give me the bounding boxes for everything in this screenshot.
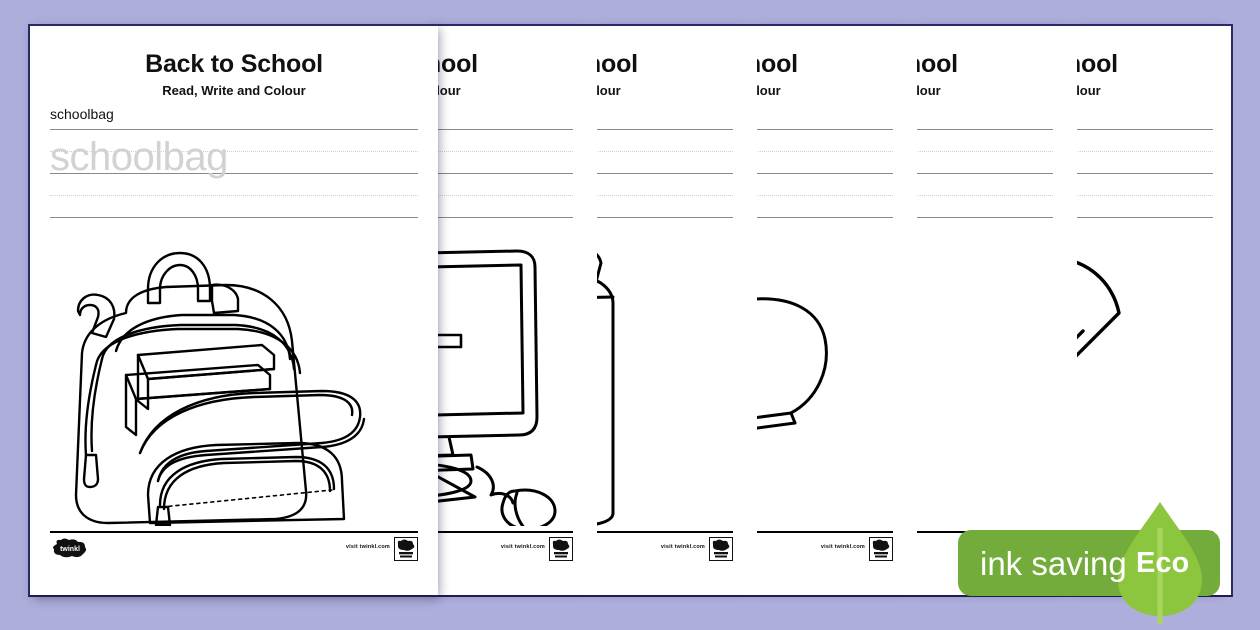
- worksheet-page-5[interactable]: Back to School Read, Write and Colour ru…: [915, 24, 1077, 597]
- rule-line-2: [50, 173, 418, 174]
- rule-dotted-2: [50, 195, 418, 196]
- page-4-content: Back to School Read, Write and Colour ru…: [755, 26, 913, 595]
- handwriting-rules: [435, 129, 573, 239]
- twinkl-badge-icon: [394, 537, 418, 561]
- rule-line-3: [50, 217, 418, 218]
- illustration-computer: twinkl search: [435, 241, 593, 526]
- page-subtitle: Read, Write and Colour: [755, 83, 781, 98]
- footer-url-text[interactable]: visit twinkl.com: [500, 544, 545, 550]
- footer-url-text[interactable]: visit twinkl.com: [345, 544, 390, 550]
- page-title: Back to School: [755, 50, 798, 78]
- eco-label: Eco: [1136, 547, 1190, 579]
- word-label: schoolbag: [50, 106, 114, 122]
- worksheet-page-2[interactable]: Back to School Read, Write and Colour co…: [435, 24, 597, 597]
- footer-url-text[interactable]: visit twinkl.com: [820, 544, 865, 550]
- illustration-eraser: [755, 241, 913, 526]
- page-subtitle: Read, Write and Colour: [162, 83, 306, 98]
- page-title: Back to School: [435, 50, 478, 78]
- page-3-content: Back to School Read, Write and Colour pe…: [595, 26, 753, 595]
- twinkl-badge-icon: [869, 537, 893, 561]
- worksheet-page-4[interactable]: Back to School Read, Write and Colour ru…: [755, 24, 917, 597]
- handwriting-rules: [915, 129, 1053, 239]
- rule-line-1: [50, 129, 418, 130]
- page-title: Back to School: [595, 50, 638, 78]
- twinkl-cloud-logo-icon: twinkl: [50, 538, 90, 559]
- page-subtitle: Read, Write and Colour: [1075, 83, 1101, 98]
- footer-url-text[interactable]: visit twinkl.com: [660, 544, 705, 550]
- footer-divider: [50, 531, 418, 533]
- handwriting-rules: [595, 129, 733, 239]
- handwriting-rules: schoolbag: [50, 129, 418, 239]
- footer-divider: [755, 531, 893, 533]
- worksheet-page-3[interactable]: Back to School Read, Write and Colour pe…: [595, 24, 757, 597]
- illustration-ruler: [915, 241, 1073, 526]
- svg-text:twinkl: twinkl: [60, 546, 80, 553]
- leaf-icon: [1118, 502, 1202, 624]
- page-subtitle: Read, Write and Colour: [915, 83, 941, 98]
- page-1-content: Back to School Read, Write and Colour sc…: [30, 26, 438, 595]
- page-title: Back to School: [915, 50, 958, 78]
- twinkl-badge-icon: [549, 537, 573, 561]
- tracing-word: schoolbag: [50, 135, 228, 179]
- page-5-content: Back to School Read, Write and Colour ru…: [915, 26, 1073, 595]
- eco-ink-saving-label: ink saving: [980, 545, 1127, 582]
- footer-divider: [595, 531, 733, 533]
- illustration-backpack: [30, 241, 438, 526]
- handwriting-rules: [1075, 129, 1213, 239]
- worksheet-page-6[interactable]: Back to School Read, Write and Colour pe…: [1075, 24, 1233, 597]
- footer-divider: [435, 531, 573, 533]
- ink-saving-eco-badge: ink saving Eco: [958, 502, 1220, 624]
- page-title: Back to School: [145, 50, 323, 78]
- worksheet-page-1[interactable]: Back to School Read, Write and Colour sc…: [28, 24, 438, 597]
- illustration-pencil: [1075, 241, 1231, 526]
- rule-dotted-1: [50, 151, 418, 152]
- page-subtitle: Read, Write and Colour: [435, 83, 461, 98]
- handwriting-rules: [755, 129, 893, 239]
- illustration-pencil-case: [595, 241, 753, 526]
- page-subtitle: Read, Write and Colour: [595, 83, 621, 98]
- twinkl-badge-icon: [709, 537, 733, 561]
- page-2-content: Back to School Read, Write and Colour co…: [435, 26, 593, 595]
- page-title: Back to School: [1075, 50, 1118, 78]
